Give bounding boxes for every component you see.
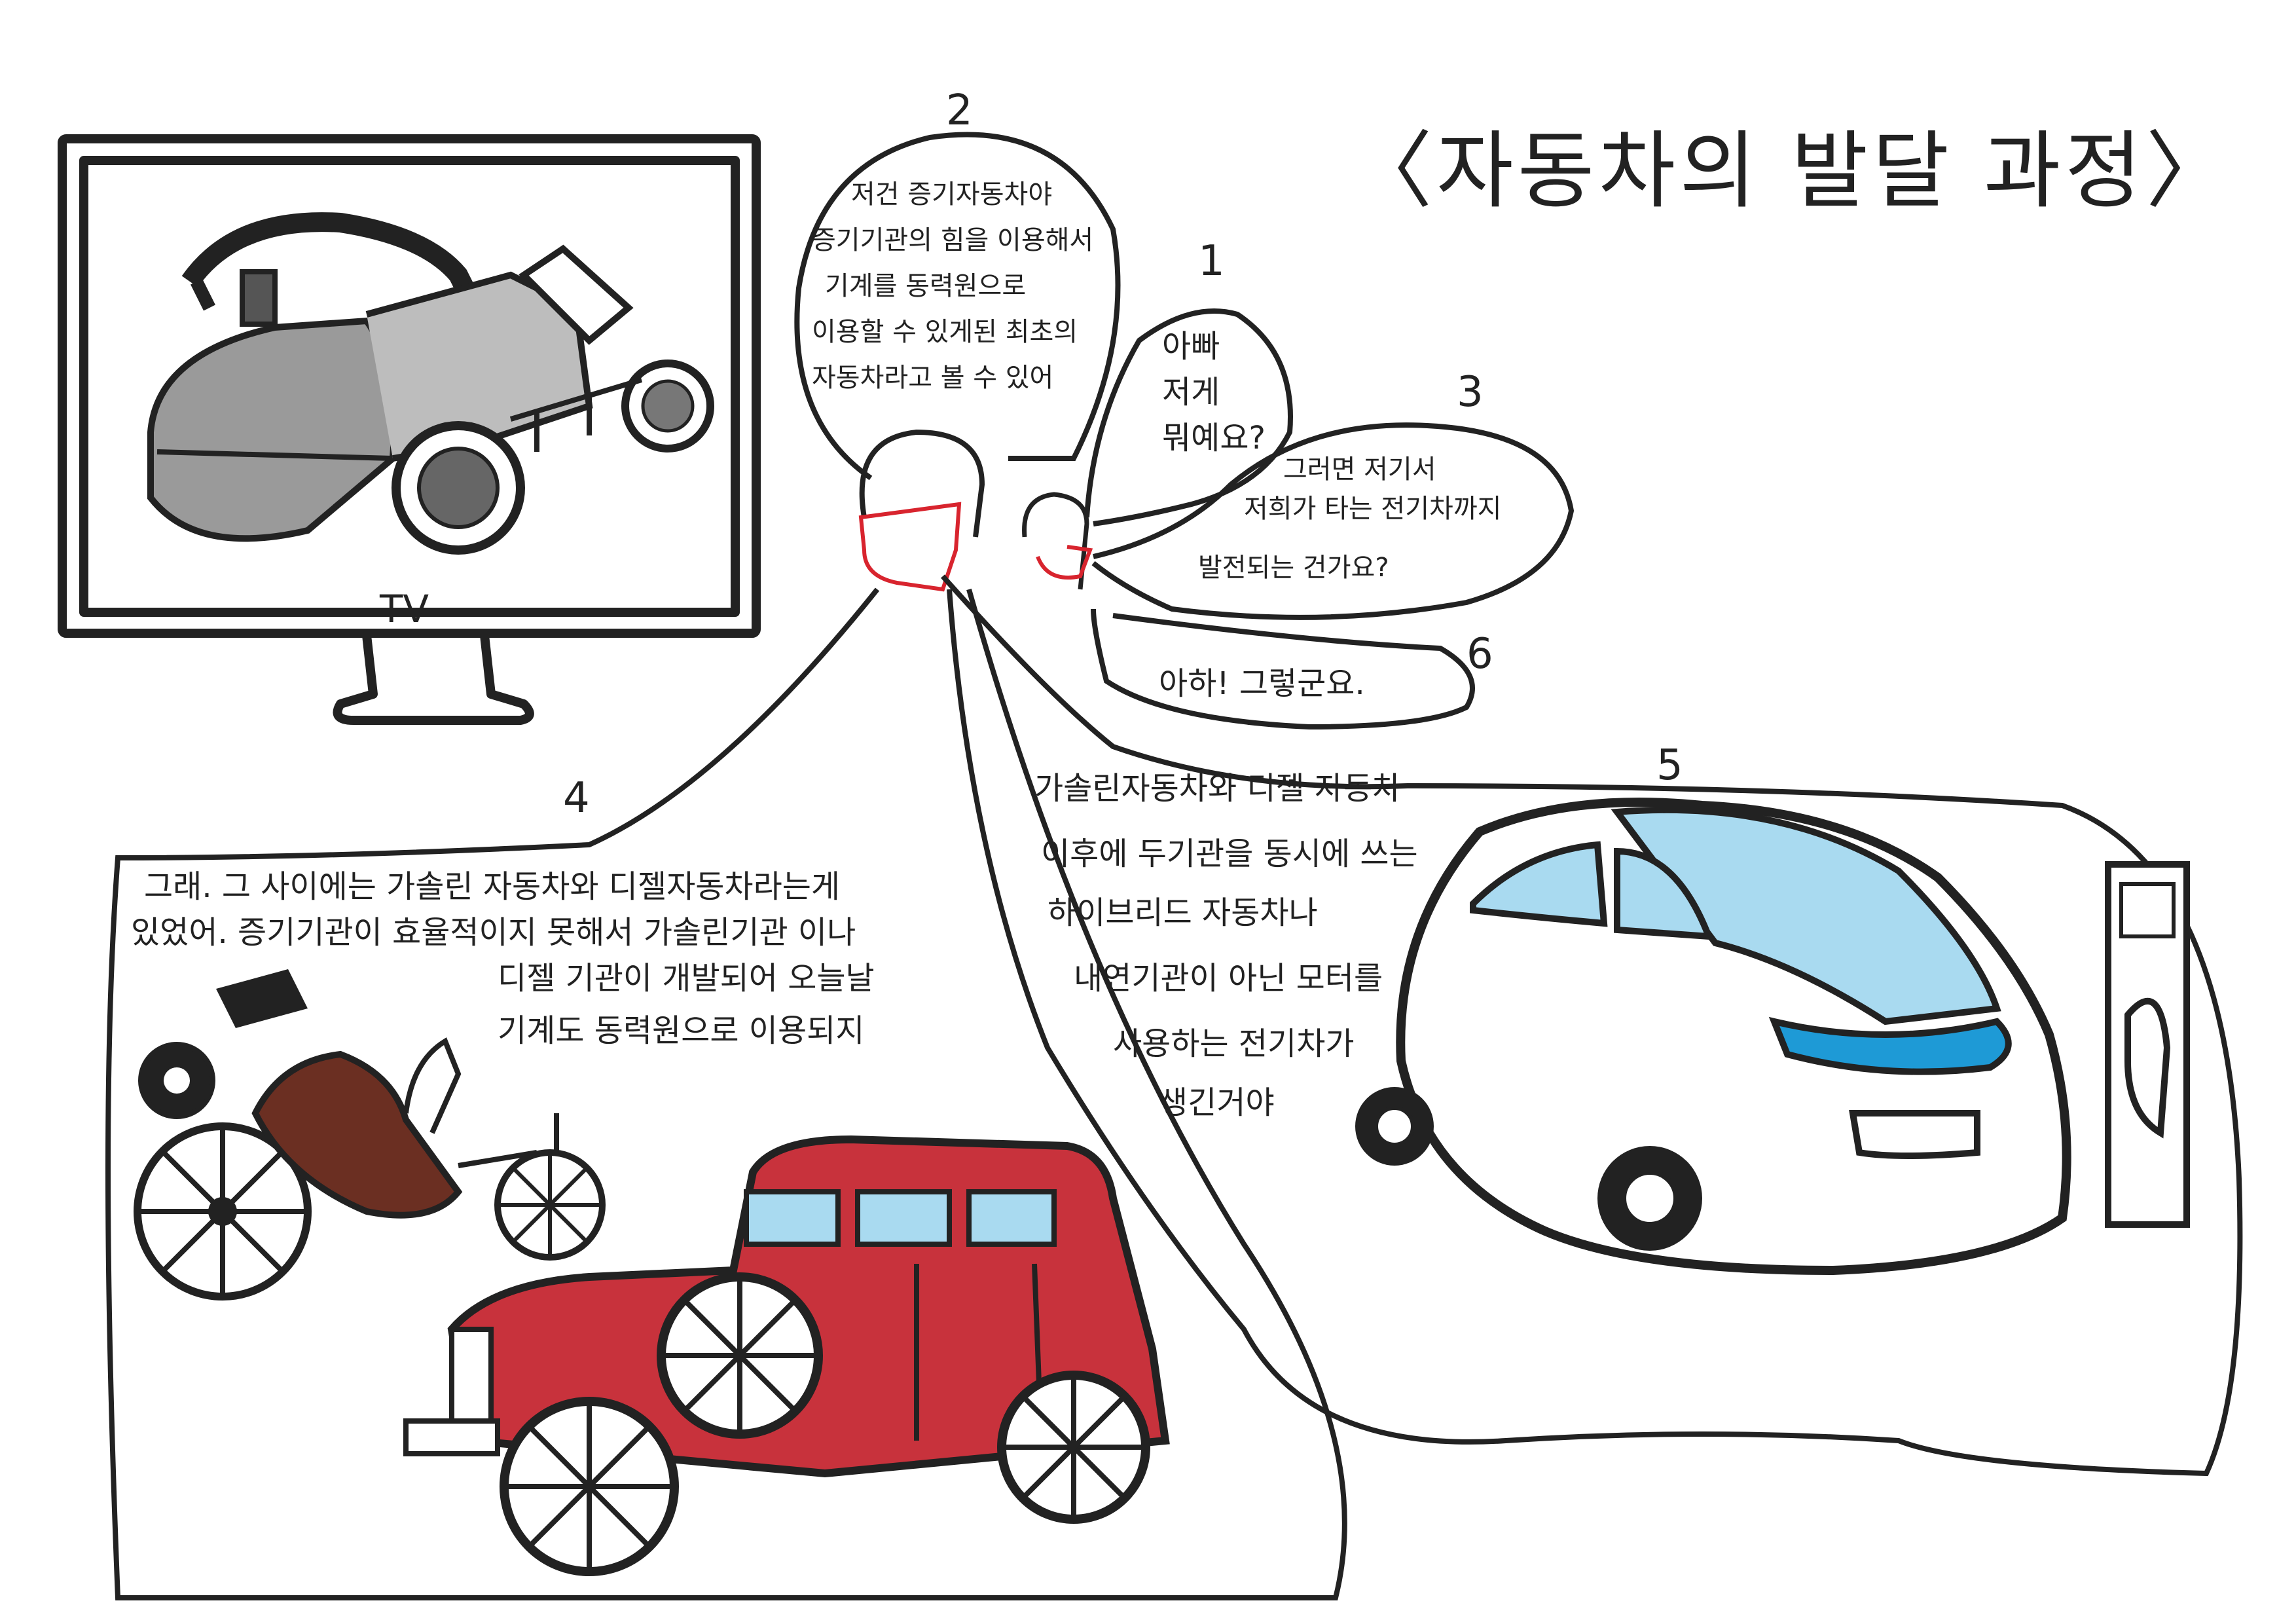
bubble-5-line: 생긴거야 [1159,1084,1275,1121]
bubble-5-line: 사용하는 전기차가 [1113,1025,1355,1062]
bubble-6-number: 6 [1467,630,1493,678]
bubble-6: 6 아하! 그렇군요. [1091,608,1493,730]
tv-frame [58,134,761,638]
tv-stand [333,635,534,725]
bubble-4-line: 기계도 동력원으로 이용되지 [498,1012,864,1049]
bubble-3-line: 발전되는 건가요? [1198,553,1389,583]
bubble-5-line: 내연기관이 아닌 모터를 [1074,960,1383,997]
mask-icon [858,502,962,592]
tv-screen [79,156,740,617]
bubble-4-number: 4 [563,774,590,822]
tv-label: TV [379,587,429,631]
child-mask-icon [1036,545,1093,580]
carriage-illustration [134,969,606,1301]
bubble-5-line: 하이브리드 자동차나 [1048,895,1318,931]
bubble-5-number: 5 [1656,741,1683,790]
bubble-3-number: 3 [1457,368,1484,416]
bubble-5-line: 가솔린자동차와 디젤 자동차 [1034,770,1401,807]
bubble-1: 1 아빠 저게 뭐예요? [1084,237,1293,526]
bubble-3-line: 그러면 저기서 [1283,454,1436,485]
bubble-2-line: 자동차라고 볼 수 있어 [812,363,1053,393]
bubble-5-line: 이후에 두기관을 동시에 쓰는 [1041,836,1418,872]
bubble-3: 3 그러면 저기서 저희가 타는 전기차까지 발전되는 건가요? [1091,368,1575,620]
bubble-2-line: 증기기관의 힘을 이용해서 [812,225,1093,255]
bubble-4-line: 디젤 기관이 개발되어 오늘날 [498,960,875,997]
electric-car-illustration [1355,798,2190,1276]
bubble-2-number: 2 [946,86,973,135]
bubble-5: 5 가솔린자동차와 디젤 자동차 이후에 두기관을 동시에 쓰는 하이브리드 자… [941,574,2243,1477]
bubble-3-line: 저희가 타는 전기차까지 [1244,494,1501,524]
bubble-4-line: 있었어. 증기기관이 효율적이지 못해서 가솔린기관 이나 [131,914,856,951]
child-figure [1022,492,1093,590]
bubble-1-line: 뭐예요? [1162,420,1266,456]
bubble-6-line: 아하! 그렇군요. [1159,665,1365,702]
parent-figure [858,429,985,592]
parent-head [859,429,985,538]
bubble-4: 4 그래. 그 사이에는 가솔린 자동차와 디젤자동차라는게 있었어. 증기기관… [105,587,1347,1600]
page-title: 〈자동차의 발달 과정〉 [1349,122,2233,220]
bubble-2-line: 기계를 동력원으로 [825,271,1026,301]
bubble-1-line: 저게 [1162,374,1220,411]
bubble-2-line: 저건 증기자동차야 [851,179,1052,210]
bubble-2: 2 저건 증기자동차야 증기기관의 힘을 이용해서 기계를 동력원으로 이용할 … [794,86,1121,481]
bubble-4-line: 그래. 그 사이에는 가솔린 자동차와 디젤자동차라는게 [144,868,840,905]
steam-car-illustration [147,212,714,555]
bubble-1-number: 1 [1198,237,1225,286]
bubble-1-line: 아빠 [1162,328,1220,365]
vintage-car-illustration [403,1135,1170,1576]
bubble-2-line: 이용할 수 있게된 최초의 [812,317,1078,347]
tv-set [58,134,761,725]
